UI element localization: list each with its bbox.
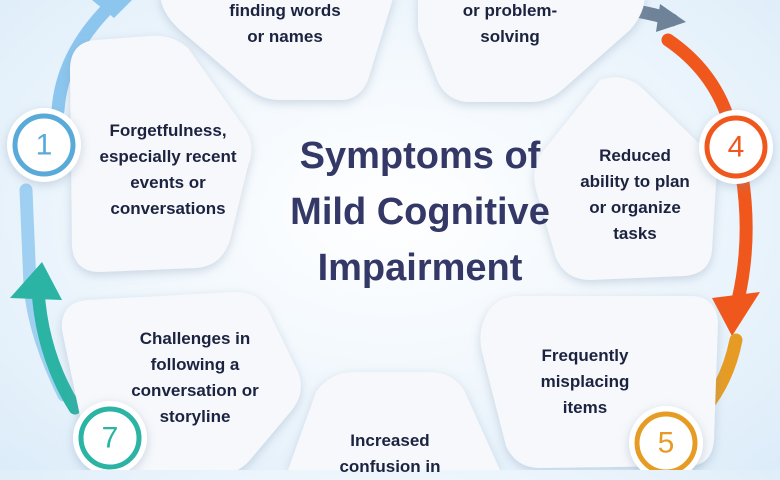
badge-7-number: 7 [102, 422, 119, 455]
badge-7: 7 [73, 401, 147, 470]
arrow-head-top-left [92, 0, 132, 18]
symptom-text-top-left: finding words or names [229, 1, 341, 46]
card-1 [70, 35, 252, 272]
arrow-head-top-right [656, 4, 686, 32]
card-top-left [160, 0, 393, 100]
cycle-diagram: 1 4 7 5 [7, 0, 773, 470]
arrow-arc-right-orange [661, 33, 735, 125]
badge-1-number: 1 [36, 129, 53, 162]
symptom-text-4: Reduced ability to plan or organize task… [580, 146, 690, 243]
badge-5-number: 5 [658, 427, 675, 460]
card-4 [534, 77, 717, 280]
card-top-right [418, 0, 645, 102]
arrow-arc-right-mid [731, 168, 753, 307]
card-bottom-center [288, 372, 500, 470]
arrow-head-right [712, 292, 760, 336]
symptom-text-5: Frequently misplacing items [540, 346, 630, 417]
badge-4: 4 [699, 110, 773, 184]
arrow-arc-teal [31, 283, 82, 415]
symptom-text-1: Forgetfulness, especially recent events … [99, 121, 237, 218]
badge-4-number: 4 [728, 131, 745, 164]
badge-5: 5 [629, 406, 703, 470]
diagram-title: Symptoms of Mild Cognitive Impairment [290, 135, 550, 289]
arrow-head-left [10, 262, 62, 300]
symptom-text-bottom: Increased confusion in [339, 431, 441, 476]
symptom-text-top-right: or problem- solving [462, 1, 558, 46]
badge-1: 1 [7, 108, 81, 182]
symptom-text-7: Challenges in following a conversation o… [131, 329, 259, 426]
